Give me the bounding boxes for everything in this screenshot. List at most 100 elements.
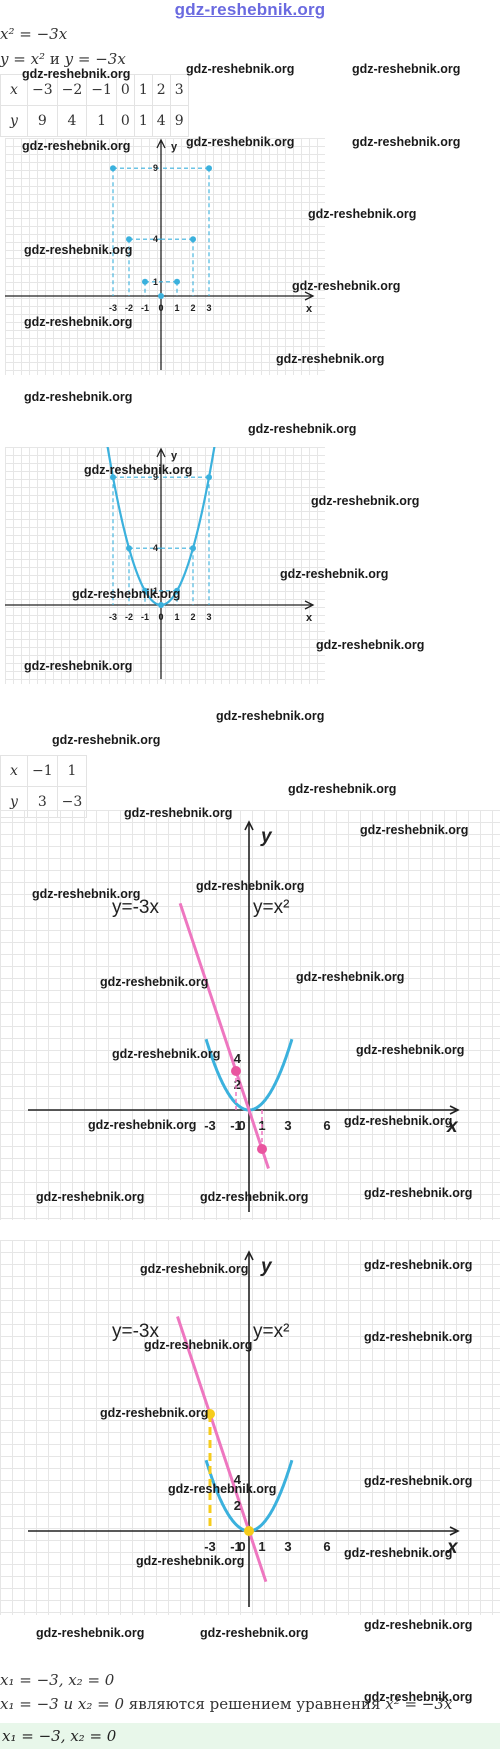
- x-tick-label: -3: [204, 1118, 216, 1133]
- data-point: [174, 278, 180, 285]
- intersection-point: [244, 1526, 254, 1536]
- y-axis-arrow: [156, 138, 166, 149]
- y-tick-label: 2: [234, 1077, 241, 1092]
- data-point: [158, 293, 164, 299]
- x-tick-label: 6: [323, 1118, 330, 1133]
- table-cell: −3: [27, 74, 58, 106]
- x-tick-label: 0: [158, 612, 163, 622]
- table-cell: 1: [133, 74, 153, 106]
- watermark: gdz-reshebnik.org: [316, 638, 425, 652]
- x-tick-label: -1: [141, 612, 149, 622]
- data-point: [126, 236, 132, 243]
- parabola-label: y=x²: [253, 897, 289, 918]
- y-tick-label: 1: [153, 277, 158, 287]
- table-row: y 9 4 1 0 1 4 9: [0, 105, 189, 137]
- line-label: y=-3x: [112, 1321, 159, 1342]
- x-tick-label: 2: [190, 303, 195, 313]
- parabola-label: y=x²: [253, 1321, 289, 1342]
- data-point: [190, 236, 196, 243]
- intersection-point: [205, 1409, 215, 1419]
- watermark: gdz-reshebnik.org: [288, 782, 397, 796]
- x-axis-arrow: [449, 1526, 460, 1536]
- data-point: [126, 545, 132, 552]
- table-cell: 9: [27, 105, 58, 137]
- x-tick-label: 3: [206, 303, 211, 313]
- data-point: [174, 587, 180, 594]
- x-tick-label: 3: [206, 612, 211, 622]
- x-tick-label: -1: [230, 1118, 242, 1133]
- x-tick-label: 1: [174, 612, 179, 622]
- table-cell: 9: [169, 105, 189, 137]
- table-row: x −1 1: [0, 755, 88, 787]
- table-cell: x: [0, 74, 28, 106]
- x-tick-label: 3: [284, 1118, 291, 1133]
- table-cell: −1: [86, 74, 117, 106]
- result-phrase: являются решением уравнения: [128, 1695, 381, 1713]
- x-axis-arrow: [304, 600, 315, 610]
- y-axis-arrow: [244, 820, 254, 831]
- x-tick-label: 0: [158, 303, 163, 313]
- table-cell: 1: [56, 755, 88, 787]
- table-cell: 3: [169, 74, 189, 106]
- watermark: gdz-reshebnik.org: [200, 1626, 309, 1640]
- data-point: [142, 278, 148, 285]
- y-tick-label: 4: [153, 234, 158, 244]
- y-axis-label: y: [171, 141, 178, 153]
- data-point: [158, 602, 164, 608]
- values-table-parabola: x −3 −2 −1 0 1 2 3 y 9 4 1 0 1 4 9: [0, 74, 189, 137]
- watermark: gdz-reshebnik.org: [311, 494, 420, 508]
- watermark: gdz-reshebnik.org: [52, 733, 161, 747]
- table-cell: 1: [133, 105, 153, 137]
- watermark: gdz-reshebnik.org: [364, 1618, 473, 1632]
- y-tick-label: 4: [234, 1472, 242, 1487]
- table-cell: 4: [151, 105, 171, 137]
- y-axis-arrow: [244, 1250, 254, 1261]
- x-tick-label: 0: [238, 1118, 245, 1133]
- watermark: gdz-reshebnik.org: [36, 1626, 145, 1640]
- line-label: y=-3x: [112, 897, 159, 918]
- x-tick-label: -2: [125, 612, 133, 622]
- result-line-2: x₁ = −3 и x₂ = 0 являются решением уравн…: [0, 1695, 452, 1713]
- watermark: gdz-reshebnik.org: [216, 709, 325, 723]
- result-equation: x² = −3x: [385, 1695, 453, 1713]
- answer-box: x₁ = −3, x₂ = 0: [0, 1723, 500, 1749]
- x-axis-label: x: [306, 612, 313, 624]
- table-cell: 4: [56, 105, 88, 137]
- table-cell: 1: [86, 105, 117, 137]
- x-tick-label: -1: [141, 303, 149, 313]
- x-tick-label: 6: [323, 1539, 330, 1554]
- watermark: gdz-reshebnik.org: [24, 390, 133, 404]
- x-tick-label: -1: [230, 1539, 242, 1554]
- data-point: [206, 474, 212, 481]
- x-axis-arrow: [449, 1105, 460, 1115]
- data-point: [206, 165, 212, 172]
- line-point: [231, 1066, 241, 1076]
- y-tick-label: 1: [153, 586, 158, 596]
- functions-line: y = x² и y = −3x: [0, 50, 126, 68]
- functions-conj: и: [49, 50, 60, 68]
- function-left: y = x²: [0, 50, 46, 68]
- data-point: [110, 474, 116, 481]
- table-cell: x: [0, 755, 28, 787]
- watermark: gdz-reshebnik.org: [248, 422, 357, 436]
- y-tick-label: 4: [234, 1051, 242, 1066]
- x-tick-label: 1: [174, 303, 179, 313]
- y-tick-label: 4: [153, 543, 158, 553]
- line-point: [257, 1144, 267, 1154]
- x-axis-label: x: [446, 1116, 459, 1137]
- table-cell: 2: [151, 74, 171, 106]
- data-point: [110, 165, 116, 172]
- y-axis-arrow: [156, 447, 166, 458]
- x-axis-arrow: [304, 291, 315, 301]
- site-link[interactable]: gdz-reshebnik.org: [174, 0, 326, 19]
- watermark: gdz-reshebnik.org: [352, 135, 461, 149]
- table-cell: 3: [27, 786, 58, 818]
- watermark: gdz-reshebnik.org: [352, 62, 461, 76]
- equation: x² = −3x: [0, 25, 68, 43]
- values-table-line: x −1 1 y 3 −3: [0, 755, 88, 818]
- watermark: gdz-reshebnik.org: [186, 62, 295, 76]
- table-cell: −3: [56, 786, 88, 818]
- y-tick-label: 9: [153, 163, 158, 173]
